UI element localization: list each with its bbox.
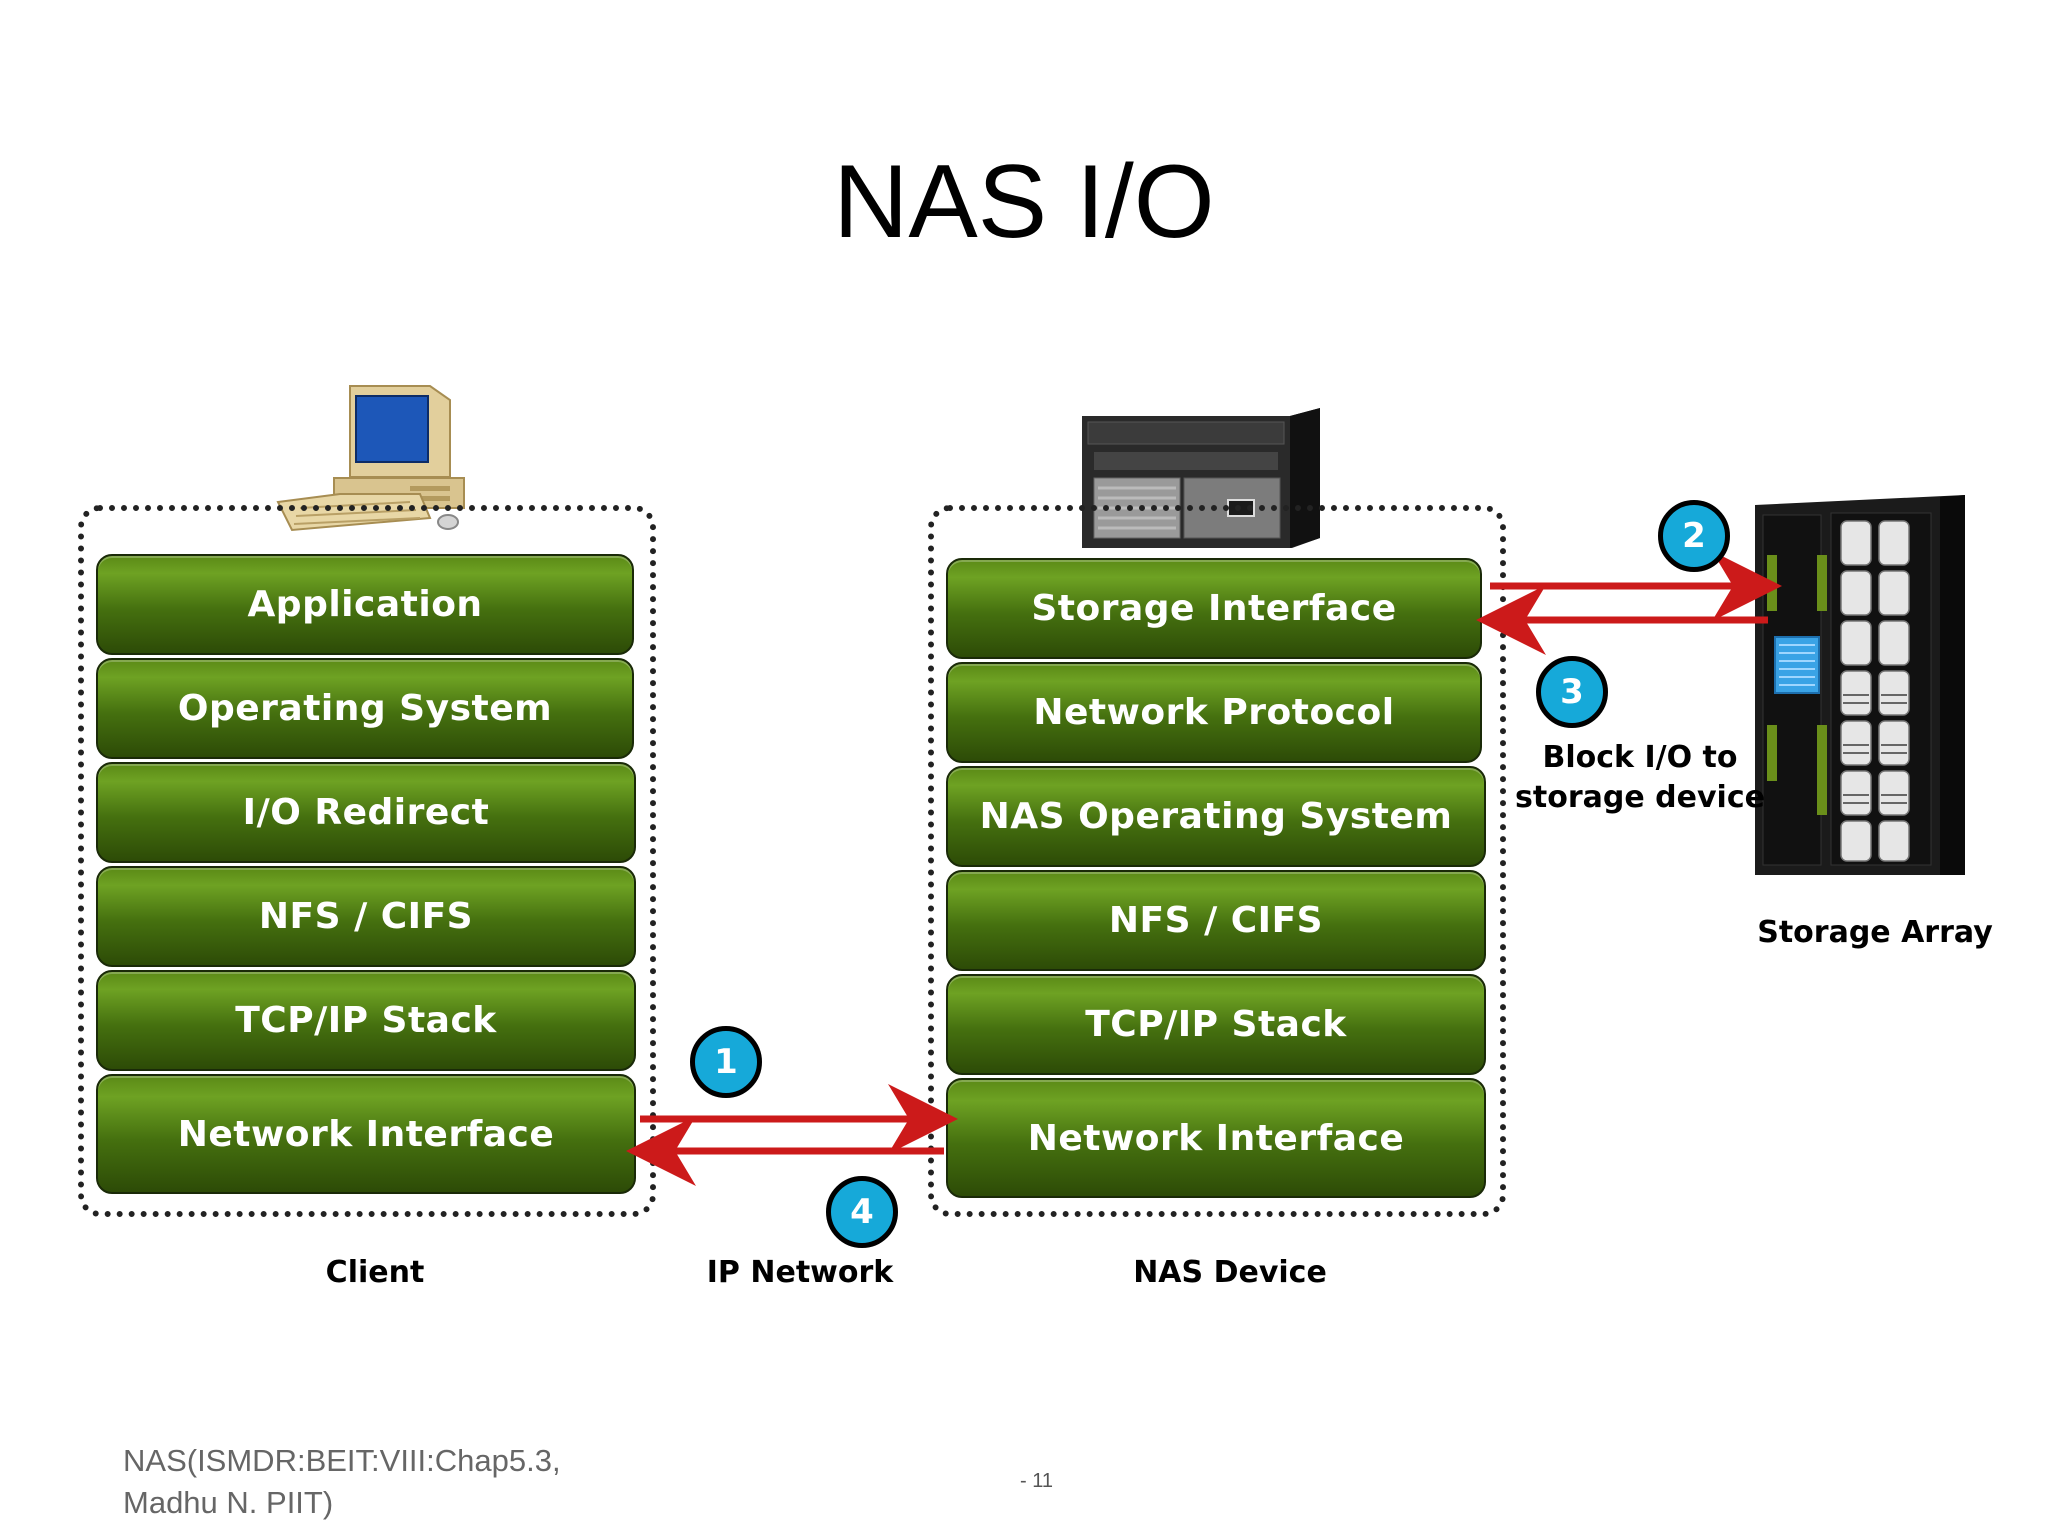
block-io-label-line2: storage device — [1515, 780, 1765, 815]
storage-array-icon — [1755, 495, 1965, 875]
client-layer-io-redirect: I/O Redirect — [96, 762, 636, 863]
nas-layer-nas-operating-system: NAS Operating System — [946, 766, 1486, 867]
block-io-label-line1: Block I/O to — [1542, 740, 1738, 775]
nas-layer-network-interface: Network Interface — [946, 1078, 1486, 1198]
step-2-circle: 2 — [1658, 500, 1730, 572]
client-layer-operating-system: Operating System — [96, 658, 634, 759]
nas-layer-tcp-ip-stack: TCP/IP Stack — [946, 974, 1486, 1075]
client-layer-tcp-ip-stack: TCP/IP Stack — [96, 970, 636, 1071]
storage-array-label: Storage Array — [1757, 915, 1993, 950]
client-boundary — [78, 505, 656, 1217]
nas-server-icon — [1082, 408, 1320, 548]
client-label: Client — [325, 1255, 425, 1290]
step-1-circle: 1 — [690, 1026, 762, 1098]
nas-layer-nfs-cifs: NFS / CIFS — [946, 870, 1486, 971]
client-layer-network-interface: Network Interface — [96, 1074, 636, 1194]
client-layer-nfs-cifs: NFS / CIFS — [96, 866, 636, 967]
nas-device-boundary — [928, 505, 1506, 1217]
step-4-circle: 4 — [826, 1176, 898, 1248]
nas-layer-storage-interface: Storage Interface — [946, 558, 1482, 659]
nas-device-label: NAS Device — [1133, 1255, 1327, 1290]
client-layer-application: Application — [96, 554, 634, 655]
desktop-computer-icon — [276, 385, 465, 532]
ip-network-label: IP Network — [706, 1255, 894, 1290]
step-3-circle: 3 — [1536, 656, 1608, 728]
footer-source: NAS(ISMDR:BEIT:VIII:Chap5.3, Madhu N. PI… — [123, 1440, 561, 1524]
page-number: - 11 — [1020, 1470, 1053, 1492]
footer-source-line1: NAS(ISMDR:BEIT:VIII:Chap5.3, — [123, 1443, 561, 1478]
slide-title: NAS I/O — [833, 144, 1215, 260]
footer-source-line2: Madhu N. PIIT) — [123, 1485, 334, 1520]
nas-layer-network-protocol: Network Protocol — [946, 662, 1482, 763]
